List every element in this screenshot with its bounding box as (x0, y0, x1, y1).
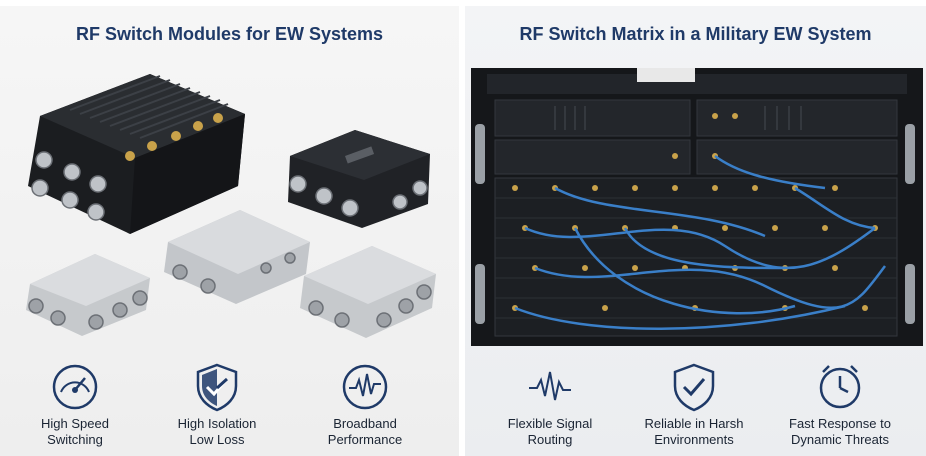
feature-high-isolation: High Isolation Low Loss (152, 362, 282, 448)
silver-module-center (164, 210, 310, 304)
left-panel-title: RF Switch Modules for EW Systems (75, 24, 384, 44)
left-handle-bottom (475, 264, 485, 324)
speedometer-icon (52, 364, 98, 410)
right-panel-title: RF Switch Matrix in a Military EW System (519, 24, 872, 44)
signal-wave-icon (529, 371, 571, 401)
rf-switch-matrix-photo (471, 68, 923, 346)
waveform-icon (342, 364, 388, 410)
coax-cables (514, 154, 887, 330)
feature-reliable-harsh: Reliable in Harsh Environments (629, 362, 759, 448)
clock-icon (819, 365, 861, 409)
feature-broadband: Broadband Performance (300, 362, 430, 448)
silver-module-right (300, 246, 436, 338)
shield-check-icon (673, 363, 715, 412)
feature-fast-response: Fast Response to Dynamic Threats (775, 362, 905, 448)
silver-module-left (26, 254, 150, 336)
left-handle-top (475, 124, 485, 184)
shield-check-icon (196, 363, 238, 412)
panel-divider (459, 0, 465, 456)
right-panel: RF Switch Matrix in a Military EW System (465, 6, 926, 456)
black-compact-module (288, 130, 430, 228)
left-panel: RF Switch Modules for EW Systems (0, 6, 459, 456)
feature-flexible-routing: Flexible Signal Routing (485, 362, 615, 448)
right-handle-top (905, 124, 915, 184)
right-handle-bottom (905, 264, 915, 324)
rf-switch-modules-photo (26, 74, 436, 338)
black-finned-module (28, 74, 245, 234)
feature-high-speed: High Speed Switching (10, 362, 140, 448)
